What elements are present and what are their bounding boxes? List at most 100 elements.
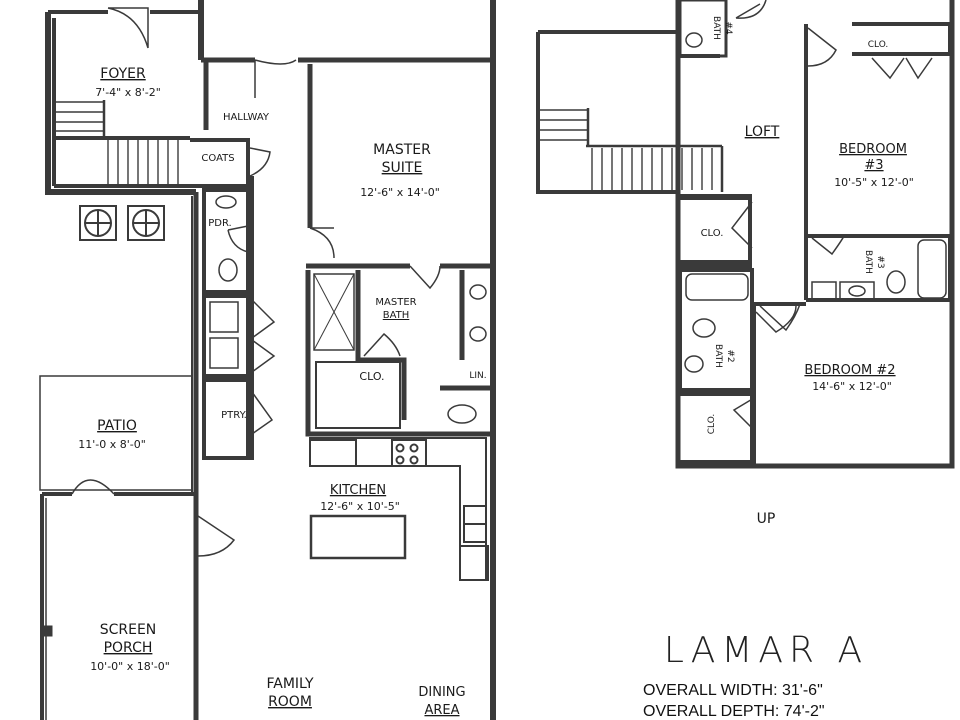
loft-label: LOFT: [745, 124, 780, 140]
linen-label: LIN.: [469, 371, 486, 381]
bedroom2-closet-door: [732, 397, 755, 431]
foyer-stair: [56, 100, 179, 184]
coats-label: COATS: [201, 153, 234, 164]
master-suite-label-1: MASTER: [373, 142, 431, 158]
kitchen-counters: [309, 437, 489, 581]
screen-porch-dims: 10'-0" x 18'-0": [90, 660, 170, 673]
family-room-door: [197, 515, 236, 557]
overall-depth: OVERALL DEPTH: 74'-2": [643, 703, 825, 720]
bath2-label: BATH: [713, 344, 723, 368]
bath3-label: BATH: [863, 250, 873, 274]
screen-porch-label-1: SCREEN: [100, 622, 157, 638]
master-suite-dims: 12'-6" x 14'-0": [360, 186, 440, 199]
bedroom3-dims: 10'-5" x 12'-0": [834, 176, 914, 189]
kitchen-label: KITCHEN: [330, 483, 386, 498]
master-closet-door: [363, 332, 401, 357]
bedroom3-closet-label: CLO.: [868, 40, 889, 50]
foyer-label: FOYER: [100, 66, 146, 82]
kitchen-island: [309, 514, 407, 560]
foyer-inner-wall: [52, 18, 190, 188]
overall-width: OVERALL WIDTH: 31'-6": [643, 682, 823, 699]
bath3-sink: [848, 285, 866, 297]
second-floor-plan: [536, 0, 955, 469]
pantry: [202, 378, 250, 460]
bedroom3-number: #3: [864, 158, 883, 173]
family-room-label-2: ROOM: [268, 694, 312, 710]
master-suite-label-2: SUITE: [382, 160, 423, 176]
patio-outline: [39, 375, 193, 491]
powder-room: [202, 188, 250, 294]
screen-porch-post: [43, 625, 53, 637]
upper-stair: [540, 108, 724, 192]
bedroom2-door: [759, 303, 801, 332]
bedroom2-label: BEDROOM #2: [804, 363, 895, 378]
laundry-closet: [202, 294, 250, 378]
coats-door: [249, 147, 271, 177]
bedroom2-dims: 14'-6" x 12'-0": [812, 380, 892, 393]
pantry-door: [251, 391, 274, 435]
bath3-tub: [917, 239, 947, 299]
bath3-vanity: [839, 281, 875, 301]
hallway-door: [254, 59, 297, 98]
loft-closet: [680, 196, 752, 264]
powder-room-toilet: [218, 258, 238, 282]
hvac-units: [79, 205, 165, 241]
bath3-door: [811, 235, 845, 256]
laundry-doors: [251, 299, 276, 373]
master-closet: [315, 361, 401, 429]
bedroom2-closet-label: CLO.: [707, 414, 717, 435]
pdr-label: PDR.: [208, 218, 232, 229]
bath2-tub: [685, 273, 749, 301]
powder-room-door: [227, 225, 249, 253]
loft-closet-label: CLO.: [701, 228, 724, 239]
washer: [209, 301, 239, 333]
foyer-front-door: [107, 7, 149, 49]
dining-area-label-1: DINING: [418, 685, 465, 700]
family-room-label-1: FAMILY: [266, 676, 313, 692]
dryer: [209, 337, 239, 369]
bath3-linen: [811, 281, 837, 301]
shower-diagonal-2: [313, 273, 355, 351]
bath4-door: [735, 0, 767, 19]
hallway-label: HALLWAY: [223, 112, 270, 123]
master-closet-label: CLO.: [359, 370, 384, 383]
master-bath-sink-2: [469, 326, 487, 342]
bath4-room: [678, 0, 728, 58]
bath4-label: BATH: [711, 16, 721, 40]
second-floor-labels: LOFT BEDROOM #3 10'-5" x 12'-0" CLO. CLO…: [701, 16, 914, 527]
plan-name: LAMAR A: [664, 630, 868, 671]
master-bath-toilet: [447, 404, 477, 424]
title-block: LAMAR A OVERALL WIDTH: 31'-6" OVERALL DE…: [643, 630, 868, 720]
second-floor-exterior: [675, 0, 955, 469]
bedroom3-label: BEDROOM: [839, 142, 907, 157]
patio-dims: 11'-0 x 8'-0": [78, 438, 146, 451]
master-suite-door: [309, 227, 335, 259]
kitchen-dims: 12'-6" x 10'-5": [320, 500, 400, 513]
powder-room-sink: [215, 195, 237, 209]
bath3-toilet: [886, 270, 906, 294]
master-bath-walls: [305, 270, 492, 437]
foyer-dims: 7'-4" x 8'-2": [95, 86, 161, 99]
master-bath-sink-1: [469, 284, 487, 300]
bath2-number: #2: [725, 349, 735, 362]
stair-opening-walls: [536, 30, 676, 194]
bedroom3-door: [807, 27, 837, 67]
patio-label: PATIO: [97, 418, 137, 434]
master-bath-label-1: MASTER: [375, 297, 416, 308]
screen-porch-label-2: PORCH: [104, 640, 153, 656]
bedroom3-closet: [852, 22, 952, 56]
loft-closet-door: [731, 201, 753, 249]
bath2-sink: [684, 355, 704, 373]
bath2-door: [755, 305, 797, 333]
bedroom3-closet-doors: [871, 57, 933, 80]
first-floor-labels: FOYER 7'-4" x 8'-2" HALLWAY COATS PDR. P…: [78, 66, 486, 718]
master-bath-label-2: BATH: [383, 310, 410, 321]
screen-porch-door: [71, 479, 115, 495]
first-floor-plan: [39, 0, 496, 720]
screen-porch-walls: [40, 492, 196, 720]
coats-closet: [190, 138, 250, 188]
master-shower: [313, 273, 355, 351]
bath3-number: #3: [875, 255, 885, 268]
bath2-toilet: [692, 318, 716, 338]
